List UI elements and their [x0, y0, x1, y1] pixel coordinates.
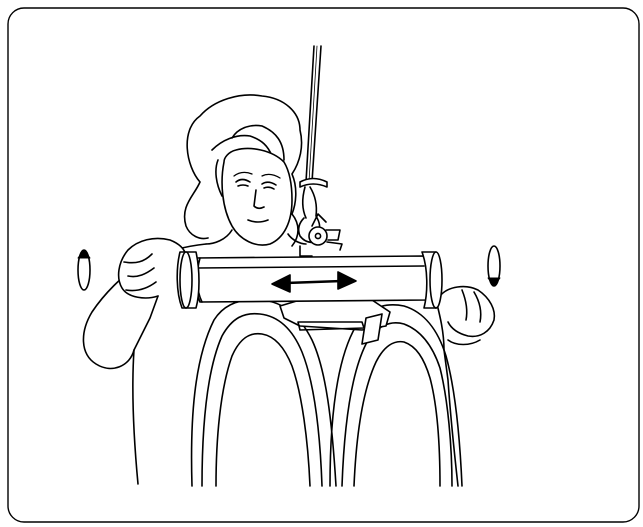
left-hand: [119, 238, 186, 297]
overhead-rod: [300, 46, 327, 232]
thread-guide-mechanism: [299, 214, 342, 256]
rotate-clockwise-arrow-icon: [488, 246, 500, 286]
spool-cylinder: [177, 252, 442, 308]
rotate-counterclockwise-arrow-icon: [78, 250, 90, 290]
machine-frame: [192, 300, 462, 486]
right-hand: [440, 287, 494, 337]
